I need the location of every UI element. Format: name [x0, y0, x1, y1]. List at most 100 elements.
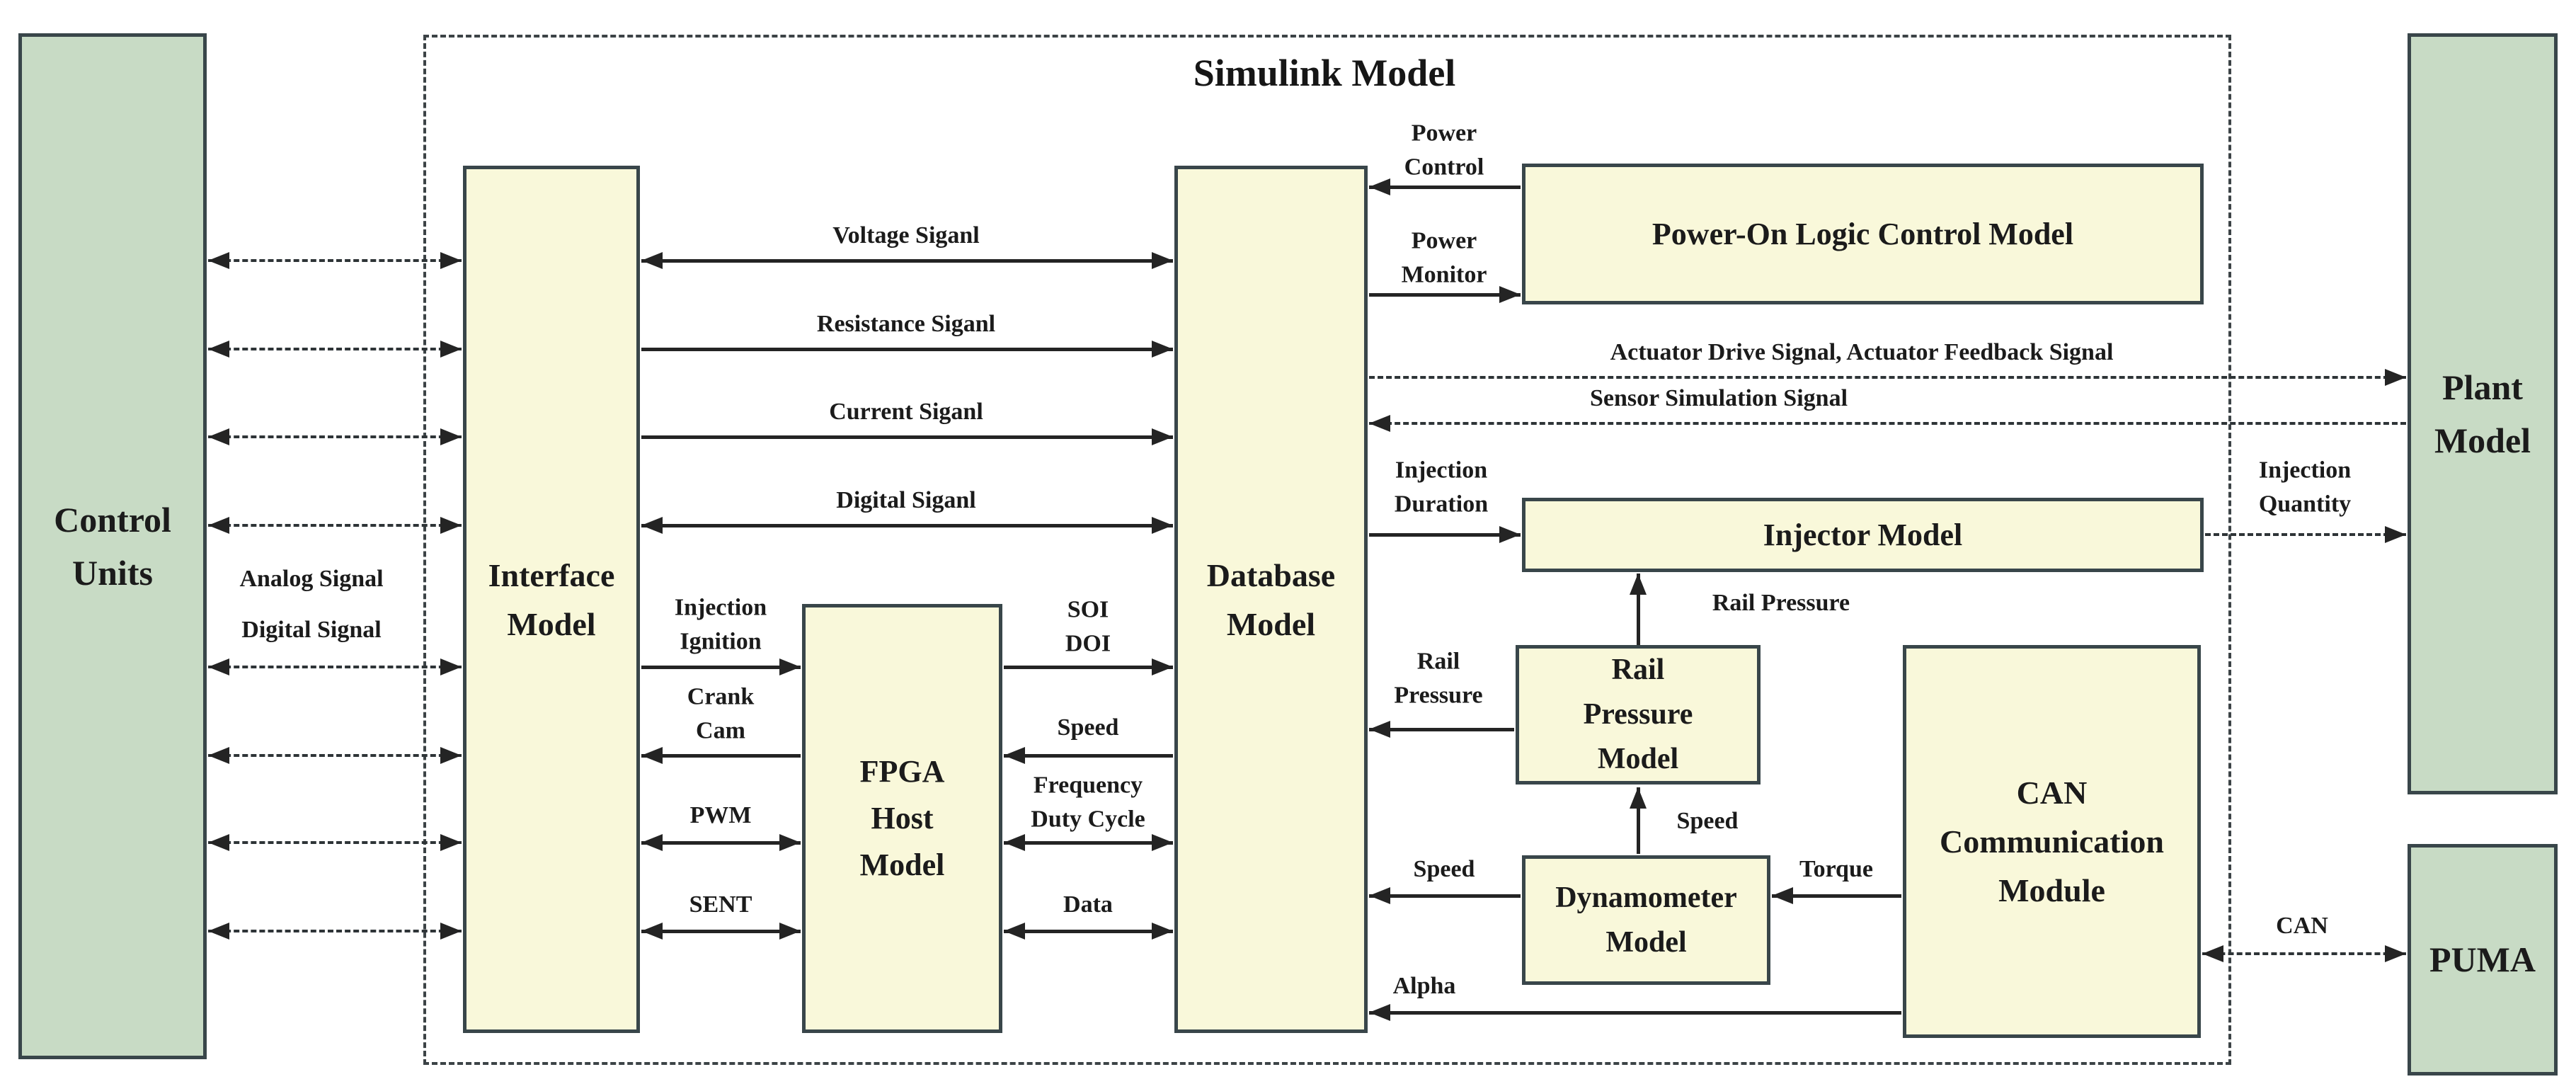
cu-interface-row5-arrow-head-right: [440, 658, 462, 675]
digital-signal-label: Digital Siganl: [836, 487, 976, 514]
interface-model-box: Interface Model: [463, 166, 640, 1033]
can-label: CAN: [2276, 913, 2328, 940]
frequency-duty-arrow-head-right: [1152, 834, 1173, 851]
frequency-duty-arrow-head-left: [1004, 834, 1025, 851]
rail-pressure-db-arrow: [1369, 728, 1514, 731]
can-puma-arrow-head-right: [2385, 945, 2406, 962]
plant-model-box: Plant Model: [2408, 33, 2558, 794]
database-model-box-label: Database Model: [1206, 557, 1336, 642]
cu-interface-row6-arrow-head-right: [440, 747, 462, 764]
data-label: Data: [1063, 891, 1113, 918]
torque-arrow: [1772, 894, 1901, 898]
pwm-arrow-head-right: [779, 834, 801, 851]
cu-interface-row8-arrow: [208, 930, 462, 932]
rail-pressure-model-box: Rail Pressure Model: [1516, 645, 1761, 785]
cu-interface-row1-arrow: [208, 259, 462, 262]
control-units-box: Control Units: [18, 33, 207, 1059]
injection-duration-label: Injection Duration: [1394, 457, 1489, 517]
resistance-signal-label: Resistance Siganl: [816, 311, 996, 338]
cu-interface-row3-arrow-head-right: [440, 428, 462, 445]
resistance-signal-arrow: [641, 348, 1173, 351]
cu-interface-row4-arrow: [208, 524, 462, 527]
crank-cam-arrow: [641, 754, 801, 758]
digital-signal-arrow: [641, 524, 1173, 527]
injection-duration-arrow: [1369, 533, 1521, 537]
digital-signal-arrow-head-right: [1152, 517, 1173, 534]
cu-interface-row5-arrow-head-left: [208, 658, 229, 675]
data-arrow: [1004, 930, 1173, 933]
current-signal-arrow: [641, 435, 1173, 439]
speed-db-arrow: [1369, 894, 1521, 898]
speed-up-arrow: [1637, 787, 1640, 854]
diagram-title: Simulink Model: [1193, 52, 1456, 94]
soi-doi-label: SOI DOI: [1065, 596, 1111, 656]
alpha-label: Alpha: [1392, 973, 1456, 1000]
power-monitor-arrow-head-right: [1499, 286, 1521, 303]
data-arrow-head-left: [1004, 923, 1025, 940]
voltage-signal-arrow-head-left: [641, 252, 663, 269]
injection-quantity-label: Injection Quantity: [2258, 457, 2352, 517]
soi-doi-arrow-head-right: [1152, 658, 1173, 675]
cu-interface-row8-arrow-head-right: [440, 923, 462, 940]
injector-model-box-label: Injector Model: [1763, 517, 1963, 552]
crank-cam-label: Crank Cam: [687, 683, 755, 743]
rail-pressure-up-arrow-head-up: [1630, 574, 1647, 595]
injection-duration-arrow-head-right: [1499, 526, 1521, 543]
puma-box-label: PUMA: [2429, 940, 2536, 979]
cu-interface-row8-arrow-head-left: [208, 923, 229, 940]
puma-box: PUMA: [2408, 844, 2558, 1076]
speed-up-label: Speed: [1676, 808, 1739, 835]
power-on-logic-box-label: Power-On Logic Control Model: [1651, 216, 2074, 251]
speed-db-arrow-head-left: [1369, 887, 1390, 904]
rail-pressure-model-box-label: Rail Pressure Model: [1583, 654, 1693, 775]
cu-interface-row1-arrow-head-right: [440, 252, 462, 269]
pwm-arrow: [641, 841, 801, 845]
cu-interface-row5-arrow: [208, 666, 462, 668]
digital-signal-cu-label: Digital Signal: [241, 617, 382, 644]
interface-model-box-label: Interface Model: [488, 557, 615, 642]
fpga-host-model-box: FPGA Host Model: [802, 604, 1002, 1033]
sent-arrow-head-right: [779, 923, 801, 940]
frequency-duty-arrow: [1004, 841, 1173, 845]
cu-interface-row3-arrow: [208, 435, 462, 438]
soi-doi-arrow: [1004, 666, 1173, 669]
rail-pressure-up-label: Rail Pressure: [1712, 590, 1850, 617]
current-signal-label: Current Siganl: [829, 399, 983, 426]
power-monitor-arrow: [1369, 293, 1521, 297]
cu-interface-row2-arrow: [208, 348, 462, 350]
speed-db-label: Speed: [1413, 856, 1475, 883]
frequency-duty-label: Frequency Duty Cycle: [1031, 772, 1145, 832]
cu-interface-row7-arrow-head-right: [440, 834, 462, 851]
injection-quantity-arrow: [2205, 533, 2406, 536]
speed-up-arrow-head-up: [1630, 787, 1647, 809]
database-model-box: Database Model: [1174, 166, 1368, 1033]
speed-fpga-arrow-head-left: [1004, 747, 1025, 764]
torque-label: Torque: [1799, 856, 1873, 883]
simulink-model-boundary: [423, 35, 2231, 1065]
voltage-signal-arrow: [641, 259, 1173, 263]
sensor-signal-arrow-head-left: [1369, 415, 1390, 432]
cu-interface-row7-arrow-head-left: [208, 834, 229, 851]
cu-interface-row4-arrow-head-right: [440, 517, 462, 534]
voltage-signal-arrow-head-right: [1152, 252, 1173, 269]
analog-signal-label: Analog Signal: [239, 566, 384, 593]
cu-interface-row6-arrow-head-left: [208, 747, 229, 764]
sent-label: SENT: [689, 891, 752, 918]
current-signal-arrow-head-right: [1152, 428, 1173, 445]
power-on-logic-box: Power-On Logic Control Model: [1522, 164, 2204, 304]
injection-ignition-label: Injection Ignition: [674, 594, 767, 654]
can-module-box: CAN Communication Module: [1903, 645, 2201, 1038]
plant-model-box-label: Plant Model: [2434, 367, 2531, 460]
dynamometer-model-box: Dynamometer Model: [1522, 855, 1770, 985]
speed-fpga-label: Speed: [1057, 714, 1119, 741]
injection-ignition-arrow: [641, 666, 801, 669]
alpha-arrow-head-left: [1369, 1004, 1390, 1021]
resistance-signal-arrow-head-right: [1152, 341, 1173, 358]
power-monitor-label: Power Monitor: [1401, 227, 1487, 287]
can-puma-arrow-head-left: [2202, 945, 2223, 962]
voltage-signal-label: Voltage Siganl: [832, 222, 980, 249]
cu-interface-row7-arrow: [208, 841, 462, 844]
injection-ignition-arrow-head-right: [779, 658, 801, 675]
pwm-label: PWM: [689, 802, 752, 829]
